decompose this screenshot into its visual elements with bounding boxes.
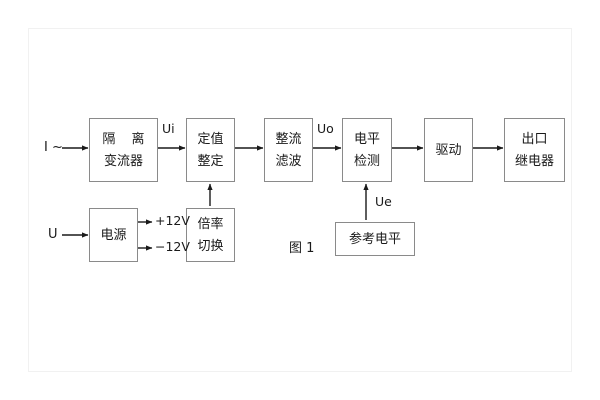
label-input-current: I ~ [44, 140, 63, 155]
block-reference-level-line1: 参考电平 [348, 231, 401, 247]
block-isolation-ct: 隔 离 变流器 [89, 118, 158, 182]
block-reference-level: 参考电平 [335, 222, 415, 256]
block-ratio-switch: 倍率 切换 [186, 208, 235, 262]
figure-caption: 图 1 [289, 241, 315, 256]
block-output-relay-line2: 继电器 [514, 153, 554, 169]
block-rectify-filter-line1: 整流 [275, 131, 302, 147]
block-setting: 定值 整定 [186, 118, 235, 182]
block-isolation-ct-line1: 隔 离 [102, 131, 151, 147]
figure-frame [28, 28, 572, 372]
block-drive: 驱动 [424, 118, 473, 182]
block-power-supply: 电源 [89, 208, 138, 262]
label-input-voltage: U [48, 227, 58, 242]
block-ratio-switch-line2: 切换 [197, 238, 224, 254]
block-power-supply-line1: 电源 [100, 227, 127, 243]
label-uo: Uo [317, 121, 334, 136]
block-drive-line1: 驱动 [435, 142, 462, 158]
block-setting-line1: 定值 [197, 131, 224, 147]
label-rail-negative: −12V [155, 239, 190, 254]
block-rectify-filter-line2: 滤波 [275, 153, 302, 169]
block-ratio-switch-line1: 倍率 [197, 216, 224, 232]
label-ue: Ue [375, 194, 392, 209]
block-output-relay-line1: 出口 [521, 131, 548, 147]
block-level-detect-line2: 检测 [353, 153, 380, 169]
block-level-detect-line1: 电平 [353, 131, 380, 147]
block-output-relay: 出口 继电器 [504, 118, 565, 182]
block-isolation-ct-line2: 变流器 [103, 153, 143, 169]
block-rectify-filter: 整流 滤波 [264, 118, 313, 182]
label-ui: Ui [162, 121, 175, 136]
block-setting-line2: 整定 [197, 153, 224, 169]
block-level-detect: 电平 检测 [342, 118, 392, 182]
label-rail-positive: +12V [155, 213, 190, 228]
